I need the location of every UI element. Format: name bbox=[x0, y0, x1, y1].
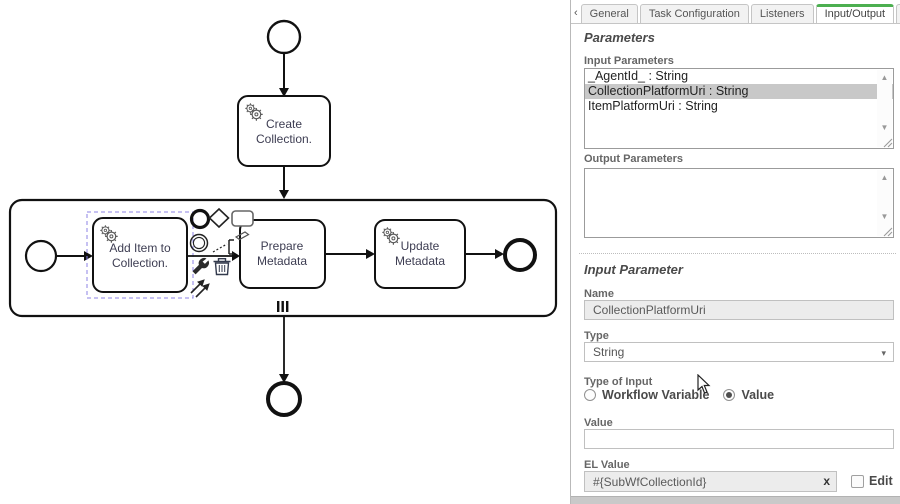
multi-instance-marker bbox=[277, 301, 289, 312]
sequence-flow-7[interactable] bbox=[279, 316, 289, 383]
list-item[interactable]: ItemPlatformUri : String bbox=[588, 99, 718, 113]
tab-scroll-left-icon[interactable]: ‹ bbox=[574, 7, 578, 19]
append-annotation-pen-icon[interactable] bbox=[234, 231, 250, 241]
input-parameters-listbox[interactable]: _AgentId_ : String CollectionPlatformUri… bbox=[584, 68, 894, 149]
panel-footer-bar bbox=[571, 496, 900, 504]
subprocess-end-event[interactable] bbox=[503, 238, 537, 272]
task-create-collection[interactable]: Create Collection. bbox=[237, 95, 331, 167]
task-label: Add Item to bbox=[109, 241, 171, 255]
type-of-input-label: Type of Input bbox=[584, 376, 653, 388]
bpmn-canvas[interactable]: Create Collection. Add Item to Collectio… bbox=[0, 0, 570, 504]
sequence-flow-6[interactable] bbox=[465, 249, 504, 259]
connect-tool-icon[interactable] bbox=[190, 279, 210, 298]
scrollbar[interactable]: ▲ ▼ bbox=[877, 170, 892, 236]
append-task-icon[interactable] bbox=[231, 210, 254, 227]
scroll-down-icon[interactable]: ▼ bbox=[880, 212, 889, 221]
subprocess[interactable] bbox=[8, 198, 558, 318]
sequence-flow-5[interactable] bbox=[325, 249, 375, 259]
task-update-metadata[interactable]: Update Metadata bbox=[374, 219, 466, 289]
properties-tab-bar: ‹ General Task Configuration Listeners I… bbox=[571, 0, 900, 24]
change-type-wrench-icon[interactable] bbox=[192, 257, 209, 275]
dropdown-caret-icon: ▾ bbox=[881, 348, 886, 358]
end-event[interactable] bbox=[266, 381, 302, 417]
name-label: Name bbox=[584, 288, 614, 300]
resize-grip-icon[interactable] bbox=[882, 137, 893, 148]
tab-overflow-partial[interactable]: E bbox=[896, 4, 900, 23]
scroll-down-icon[interactable]: ▼ bbox=[880, 123, 889, 132]
context-pad bbox=[189, 207, 254, 298]
tab-listeners[interactable]: Listeners bbox=[750, 4, 814, 23]
sequence-flow-4[interactable] bbox=[187, 251, 240, 261]
name-field[interactable] bbox=[584, 300, 894, 320]
type-of-input-radio-group: Workflow Variable Value bbox=[584, 388, 894, 404]
task-prepare-metadata[interactable]: Prepare Metadata bbox=[239, 219, 326, 289]
clear-el-value-icon[interactable]: x bbox=[823, 474, 830, 488]
task-label: Metadata bbox=[395, 254, 445, 268]
input-parameters-label: Input Parameters bbox=[584, 55, 674, 67]
type-select[interactable]: String ▾ bbox=[584, 342, 894, 362]
start-event[interactable] bbox=[266, 19, 302, 55]
workflow-variable-radio-label[interactable]: Workflow Variable bbox=[602, 388, 710, 402]
section-divider bbox=[579, 253, 896, 254]
task-add-item-to-collection[interactable]: Add Item to Collection. bbox=[92, 217, 188, 293]
task-label: Metadata bbox=[257, 254, 307, 268]
scroll-up-icon[interactable]: ▲ bbox=[880, 173, 889, 182]
type-label: Type bbox=[584, 330, 609, 342]
value-label: Value bbox=[584, 417, 613, 429]
list-item-selected[interactable]: CollectionPlatformUri : String bbox=[585, 84, 893, 99]
parameters-heading: Parameters bbox=[584, 30, 655, 45]
value-radio[interactable] bbox=[723, 389, 736, 401]
append-gateway-icon[interactable] bbox=[208, 207, 230, 229]
value-field[interactable] bbox=[584, 429, 894, 449]
task-label: Collection. bbox=[112, 256, 168, 270]
workflow-variable-radio[interactable] bbox=[584, 389, 596, 401]
task-label: Collection. bbox=[256, 132, 312, 146]
scroll-up-icon[interactable]: ▲ bbox=[880, 73, 889, 82]
list-item[interactable]: _AgentId_ : String bbox=[588, 69, 689, 83]
append-end-event-icon[interactable] bbox=[189, 208, 211, 230]
task-label: Update bbox=[401, 239, 440, 253]
mouse-cursor bbox=[697, 374, 711, 394]
sequence-flow-1[interactable] bbox=[279, 53, 289, 97]
tab-task-configuration[interactable]: Task Configuration bbox=[639, 4, 749, 23]
el-value-label: EL Value bbox=[584, 459, 630, 471]
output-parameters-listbox[interactable]: ▲ ▼ bbox=[584, 168, 894, 238]
sequence-flow-2[interactable] bbox=[279, 166, 289, 199]
value-radio-label[interactable]: Value bbox=[741, 388, 775, 402]
task-label: Prepare bbox=[261, 239, 304, 253]
output-parameters-label: Output Parameters bbox=[584, 153, 684, 165]
input-parameter-heading: Input Parameter bbox=[584, 262, 683, 277]
type-select-value: String bbox=[593, 345, 625, 359]
edit-checkbox[interactable] bbox=[851, 475, 864, 488]
selection-outline bbox=[86, 211, 194, 299]
scrollbar[interactable]: ▲ ▼ bbox=[877, 70, 892, 147]
properties-panel: ‹ General Task Configuration Listeners I… bbox=[570, 0, 900, 504]
task-label: Create bbox=[266, 117, 302, 131]
resize-grip-icon[interactable] bbox=[882, 226, 893, 237]
delete-trash-icon[interactable] bbox=[213, 258, 231, 276]
el-value-field[interactable] bbox=[584, 471, 837, 492]
subprocess-start-event[interactable] bbox=[24, 239, 58, 273]
tab-input-output[interactable]: Input/Output bbox=[815, 4, 895, 23]
sequence-flow-3[interactable] bbox=[56, 251, 93, 261]
append-intermediate-event-icon[interactable] bbox=[189, 233, 209, 253]
edit-checkbox-label[interactable]: Edit bbox=[869, 474, 893, 488]
append-text-annotation-icon[interactable] bbox=[212, 239, 234, 255]
tab-general[interactable]: General bbox=[580, 4, 638, 23]
